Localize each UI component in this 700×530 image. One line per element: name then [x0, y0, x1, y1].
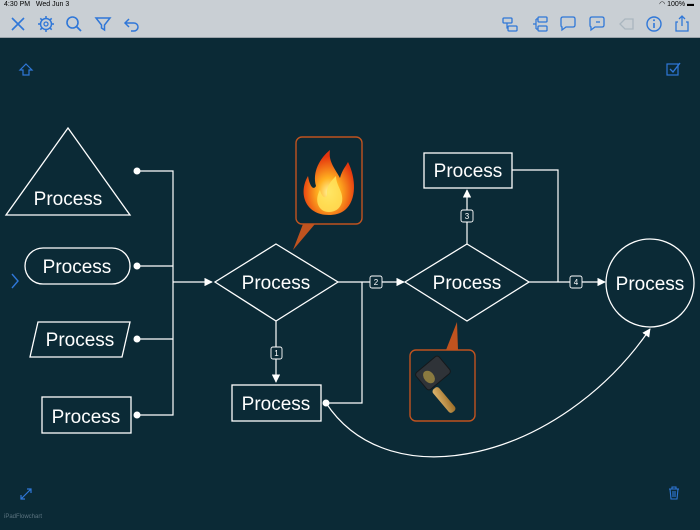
hammer-image	[415, 355, 456, 413]
port-dot[interactable]	[133, 262, 141, 270]
footer-label: iPadFlowchart	[4, 514, 43, 520]
node-rectangle-left-label: Process	[52, 407, 121, 428]
connector-icon[interactable]	[500, 14, 520, 34]
home-outline-icon[interactable]	[18, 62, 34, 78]
node-circle[interactable]: Process	[605, 238, 695, 328]
node-diamond-center-label: Process	[242, 273, 311, 294]
trash-icon[interactable]	[666, 485, 682, 501]
tag-icon[interactable]	[587, 14, 607, 34]
status-right: ◠ 100% ▬	[659, 0, 694, 10]
node-process-bottom[interactable]: Process	[231, 384, 322, 422]
node-process-bottom-label: Process	[242, 394, 311, 415]
node-parallelogram[interactable]: Process	[29, 321, 131, 358]
undo-icon[interactable]	[122, 14, 142, 34]
node-rounded[interactable]: Process	[24, 247, 131, 285]
connector-badge-1-label: 1	[274, 349, 279, 358]
connector-badge-2[interactable]: 2	[369, 275, 383, 289]
connector-badge-4-label: 4	[574, 278, 579, 287]
node-parallelogram-label: Process	[46, 330, 115, 351]
connector-badge-3-label: 3	[465, 212, 470, 221]
flowchart-svg: Process Process Process Process Process	[4, 126, 695, 458]
port-dot[interactable]	[133, 411, 141, 419]
toolbar	[0, 10, 700, 38]
expand-icon[interactable]	[18, 486, 34, 502]
wifi-icon: ◠	[659, 1, 666, 8]
fire-image	[303, 150, 355, 215]
node-process-top-label: Process	[434, 161, 503, 182]
close-icon[interactable]	[8, 14, 28, 34]
node-diamond-right[interactable]: Process	[403, 243, 531, 322]
battery-percent: 100%	[667, 1, 686, 8]
comment-icon[interactable]	[558, 14, 578, 34]
port-dot[interactable]	[133, 167, 141, 175]
connector-badge-2-label: 2	[374, 278, 379, 287]
node-rounded-label: Process	[43, 257, 112, 278]
node-circle-label: Process	[616, 274, 685, 295]
port-dot[interactable]	[133, 335, 141, 343]
center-connectors	[271, 169, 651, 458]
status-bar: 4:30 PM Wed Jun 3 ◠ 100% ▬	[0, 0, 700, 10]
search-icon[interactable]	[64, 14, 84, 34]
share-icon[interactable]	[672, 14, 692, 34]
filter-icon[interactable]	[93, 14, 113, 34]
layout-icon[interactable]	[530, 14, 550, 34]
node-triangle[interactable]: Process	[4, 126, 132, 216]
checkbox-icon[interactable]	[665, 61, 681, 77]
gear-icon[interactable]	[36, 14, 56, 34]
left-connectors	[137, 170, 213, 416]
connector-badge-4[interactable]: 4	[569, 275, 583, 289]
connector-badge-1[interactable]: 1	[270, 346, 283, 360]
port-dot[interactable]	[322, 399, 330, 407]
status-time-date: 4:30 PM Wed Jun 3	[4, 0, 69, 10]
node-diamond-right-label: Process	[433, 273, 502, 294]
node-rectangle-left[interactable]: Process	[41, 396, 132, 434]
connector-badge-3[interactable]: 3	[460, 209, 474, 223]
node-triangle-label: Process	[34, 189, 103, 210]
status-date: Wed Jun 3	[35, 1, 70, 8]
node-diamond-center[interactable]: Process	[213, 243, 340, 322]
node-process-top[interactable]: Process	[423, 152, 513, 189]
hammer-callout[interactable]	[409, 322, 476, 422]
chevron-right-icon[interactable]	[10, 272, 20, 290]
tag-outline-icon[interactable]	[616, 14, 636, 34]
status-time: 4:30 PM	[4, 1, 31, 8]
fire-callout[interactable]	[293, 136, 363, 250]
flowchart-canvas[interactable]: Process Process Process Process Process	[0, 38, 700, 525]
info-icon[interactable]	[644, 14, 664, 34]
battery-icon: ▬	[687, 1, 694, 8]
